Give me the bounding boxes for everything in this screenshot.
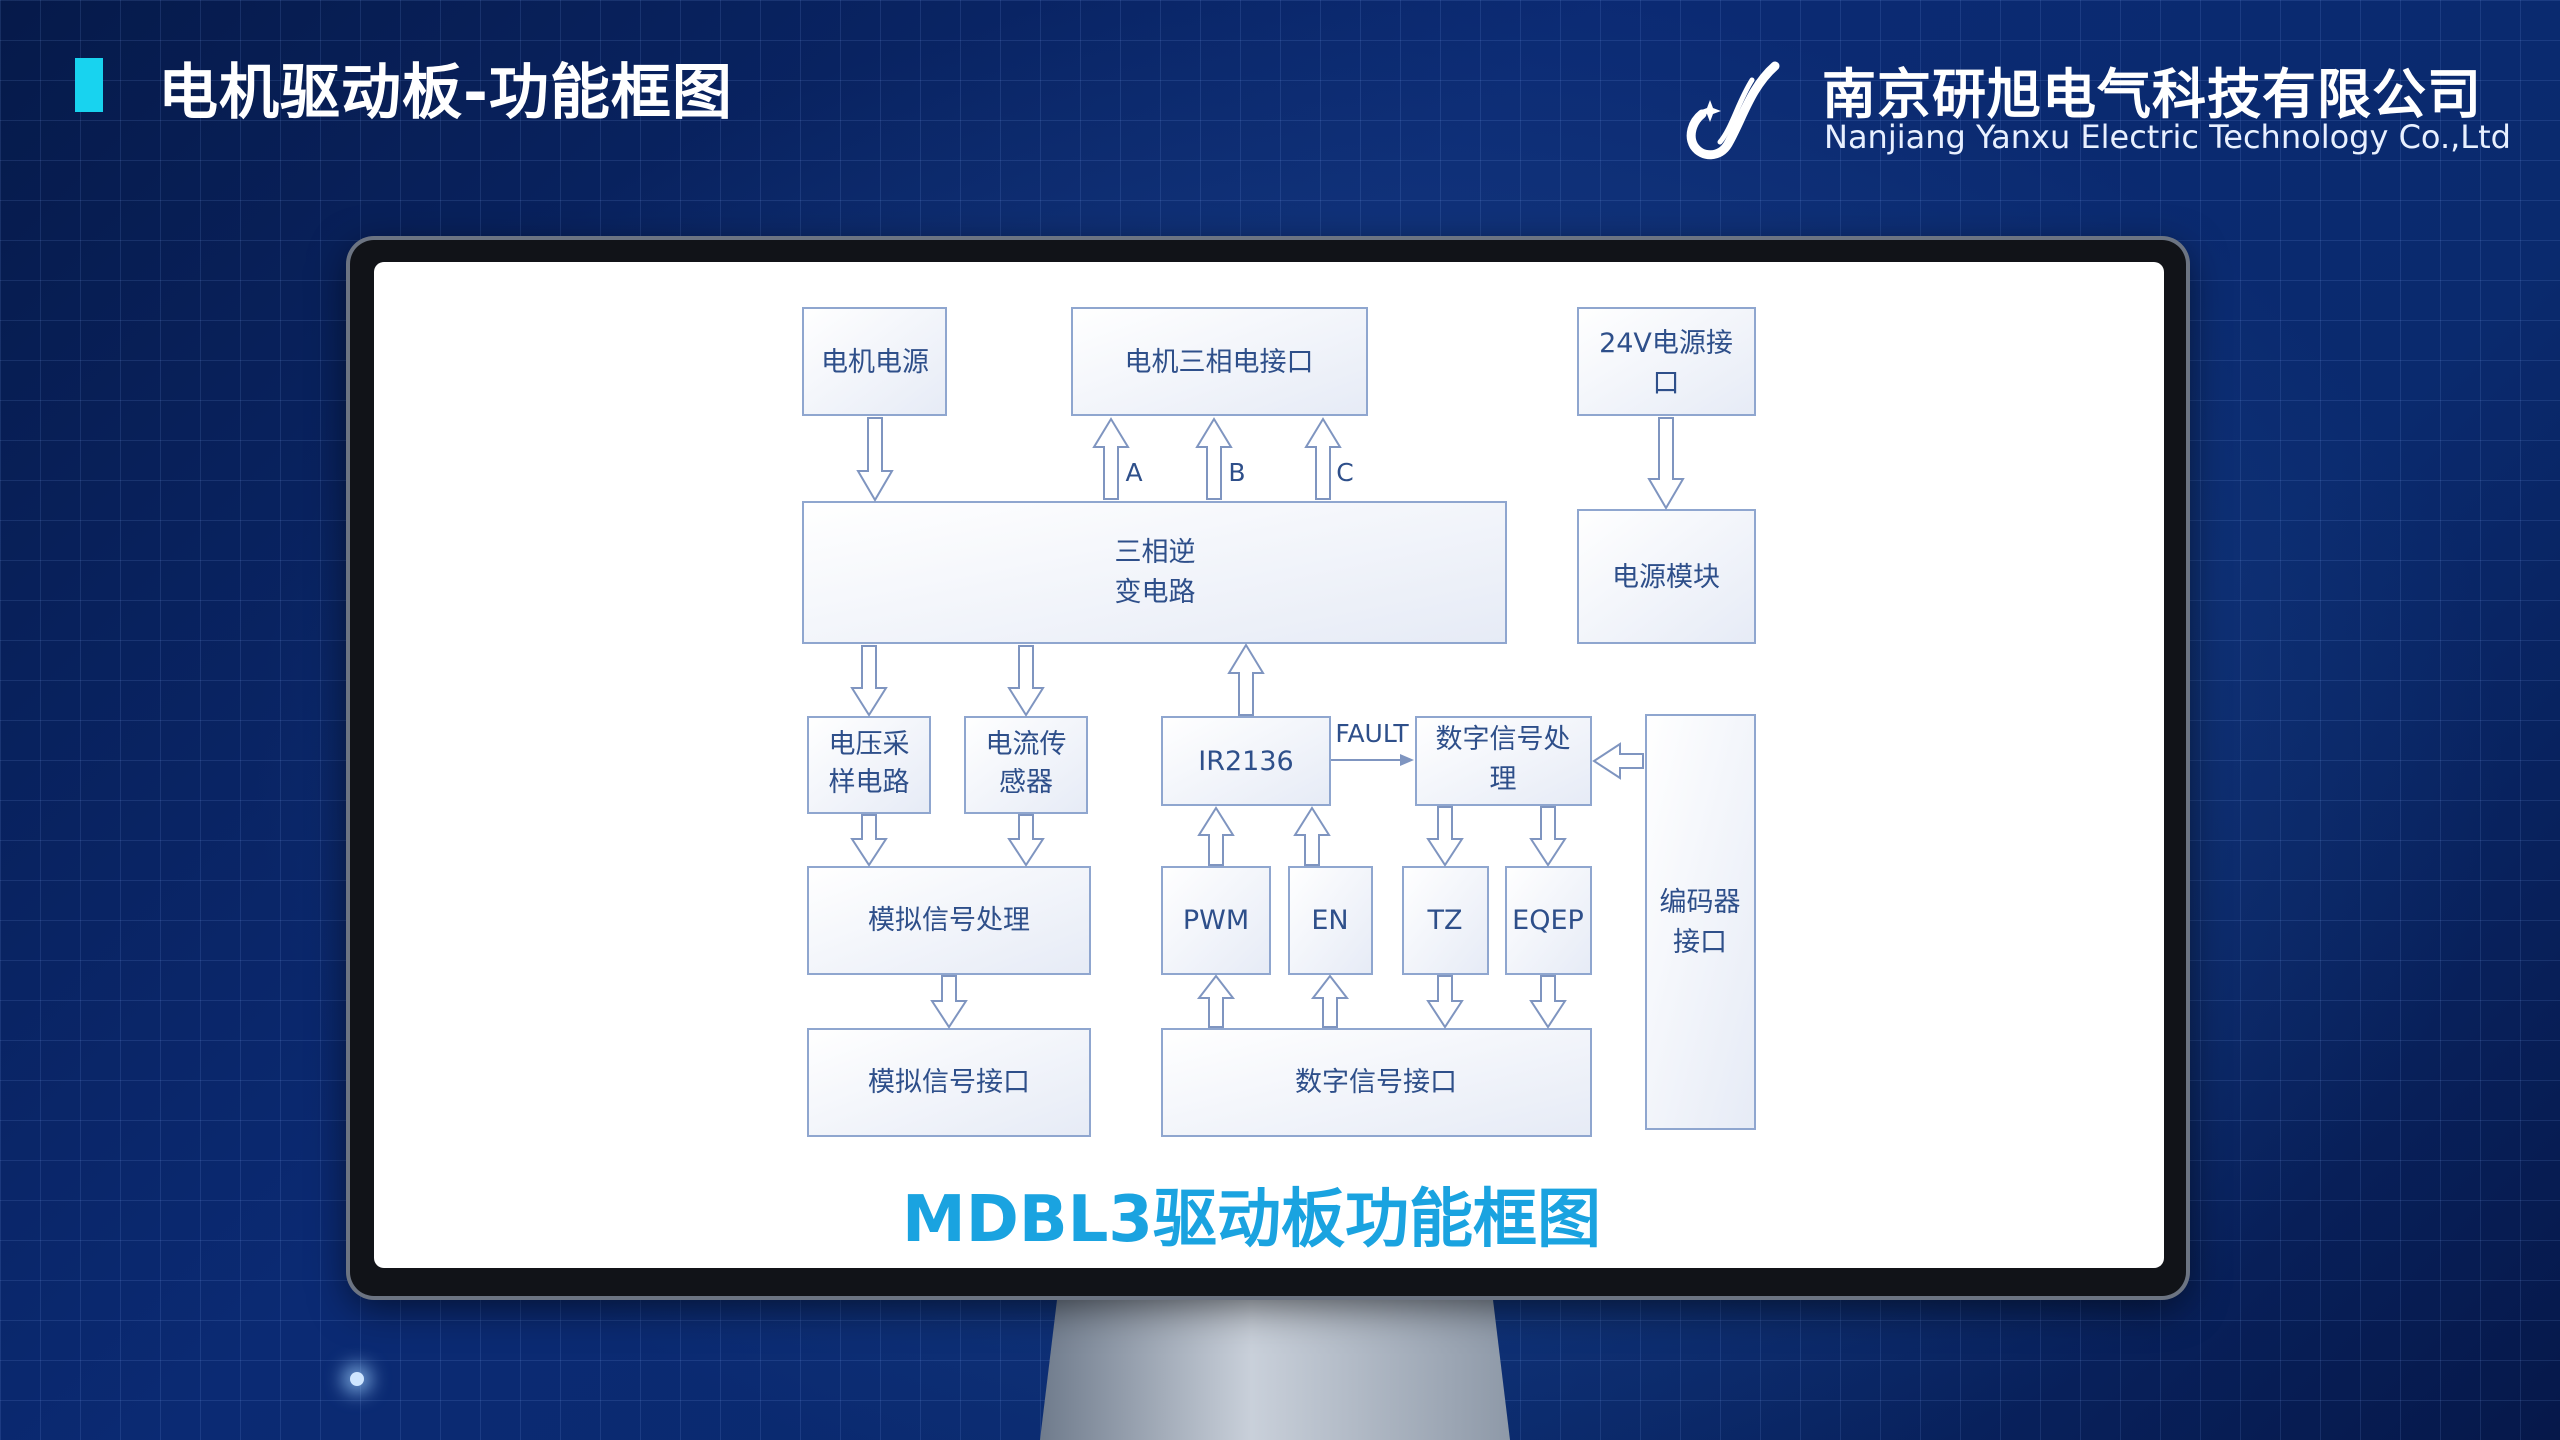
svg-text:理: 理 [1490, 764, 1517, 795]
block-en: EN [1288, 866, 1373, 975]
block-voltage-sampling: 电压采 样电路 [807, 716, 931, 814]
block-eqep: EQEP [1505, 866, 1592, 975]
arrow-en-to-ir2136 [1293, 806, 1331, 866]
arrow-ir2136-to-inverter [1227, 643, 1265, 716]
block-pwm: PWM [1161, 866, 1271, 975]
block-digital-signal-processing: 数字信号处 理 [1415, 716, 1592, 806]
block-analog-signal-processing: 模拟信号处理 [807, 866, 1091, 975]
svg-text:电机电源: 电机电源 [821, 347, 929, 378]
block-power-module: 电源模块 [1577, 509, 1756, 644]
company-name-en: Nanjiang Yanxu Electric Technology Co.,L… [1824, 118, 2511, 156]
svg-text:24V电源接: 24V电源接 [1599, 328, 1733, 359]
arrow-24v-to-power-module [1647, 417, 1685, 510]
block-tz: TZ [1402, 866, 1489, 975]
block-analog-signal-interface: 模拟信号接口 [807, 1028, 1091, 1137]
title-accent-bar [75, 58, 103, 112]
page-title: 电机驱动板-功能框图 [158, 58, 733, 128]
arrow-digital-if-to-pwm [1196, 974, 1236, 1028]
arrow-analog-proc-to-analog-if [930, 975, 968, 1029]
block-digital-signal-interface: 数字信号接口 [1161, 1028, 1592, 1137]
svg-text:接口: 接口 [1673, 927, 1727, 958]
arrow-eqep-to-digital-if [1529, 975, 1567, 1029]
svg-text:模拟信号接口: 模拟信号接口 [868, 1067, 1030, 1098]
svg-text:EQEP: EQEP [1512, 905, 1584, 936]
svg-text:IR2136: IR2136 [1198, 746, 1293, 777]
svg-text:三相逆: 三相逆 [1115, 537, 1196, 568]
label-phase-a: A [1125, 458, 1142, 487]
arrow-pwm-to-ir2136 [1197, 806, 1235, 866]
block-ir2136: IR2136 [1161, 716, 1331, 806]
diagram-caption: MDBL3驱动板功能框图 [902, 1183, 1601, 1257]
label-phase-c: C [1336, 458, 1353, 487]
company-logo-icon [1686, 61, 1780, 160]
svg-text:电压采: 电压采 [829, 729, 910, 760]
svg-text:电源模块: 电源模块 [1612, 562, 1720, 593]
svg-text:口: 口 [1653, 368, 1680, 399]
svg-text:电流传: 电流传 [986, 729, 1067, 760]
svg-text:EN: EN [1311, 905, 1348, 936]
block-encoder-interface: 编码器 接口 [1645, 714, 1756, 1130]
label-phase-b: B [1228, 458, 1245, 487]
arrow-voltage-to-analog-proc [850, 814, 888, 867]
svg-text:编码器: 编码器 [1660, 887, 1741, 918]
arrow-motor-power-to-inverter [856, 417, 894, 502]
svg-text:数字信号处: 数字信号处 [1436, 724, 1571, 755]
block-motor-power: 电机电源 [802, 307, 947, 416]
arrow-inverter-to-current [1007, 645, 1045, 717]
company-name-cn: 南京研旭电气科技有限公司 [1822, 63, 2482, 126]
svg-text:样电路: 样电路 [829, 767, 910, 798]
arrow-current-to-analog-proc [1007, 814, 1045, 867]
arrow-dsp-to-eqep [1529, 806, 1567, 867]
svg-text:变电路: 变电路 [1115, 577, 1196, 608]
arrow-inverter-to-phase-c [1304, 417, 1342, 500]
arrow-inverter-to-phase-b [1195, 417, 1233, 500]
monitor-stand [1040, 1285, 1510, 1440]
svg-text:模拟信号处理: 模拟信号处理 [868, 905, 1030, 936]
block-motor-3phase-interface: 电机三相电接口 [1071, 307, 1368, 416]
block-current-sensor: 电流传 感器 [964, 716, 1088, 814]
label-fault: FAULT [1335, 719, 1409, 748]
arrow-dsp-to-tz [1426, 806, 1464, 867]
block-3phase-inverter: 三相逆 变电路 [802, 501, 1507, 644]
arrow-encoder-to-dsp [1592, 742, 1644, 780]
svg-text:TZ: TZ [1427, 905, 1463, 936]
svg-text:PWM: PWM [1183, 905, 1249, 936]
svg-text:电机三相电接口: 电机三相电接口 [1125, 347, 1314, 378]
arrow-digital-if-to-en [1310, 974, 1350, 1028]
background-glow-dot [350, 1372, 364, 1386]
svg-text:感器: 感器 [999, 767, 1053, 798]
arrow-fault-ir2136-to-dsp [1331, 754, 1414, 766]
svg-text:数字信号接口: 数字信号接口 [1295, 1067, 1457, 1098]
block-24v-power-interface: 24V电源接 口 [1577, 307, 1756, 416]
arrow-inverter-to-phase-a [1092, 417, 1130, 500]
arrow-tz-to-digital-if [1426, 975, 1464, 1029]
arrow-inverter-to-voltage [850, 645, 888, 717]
